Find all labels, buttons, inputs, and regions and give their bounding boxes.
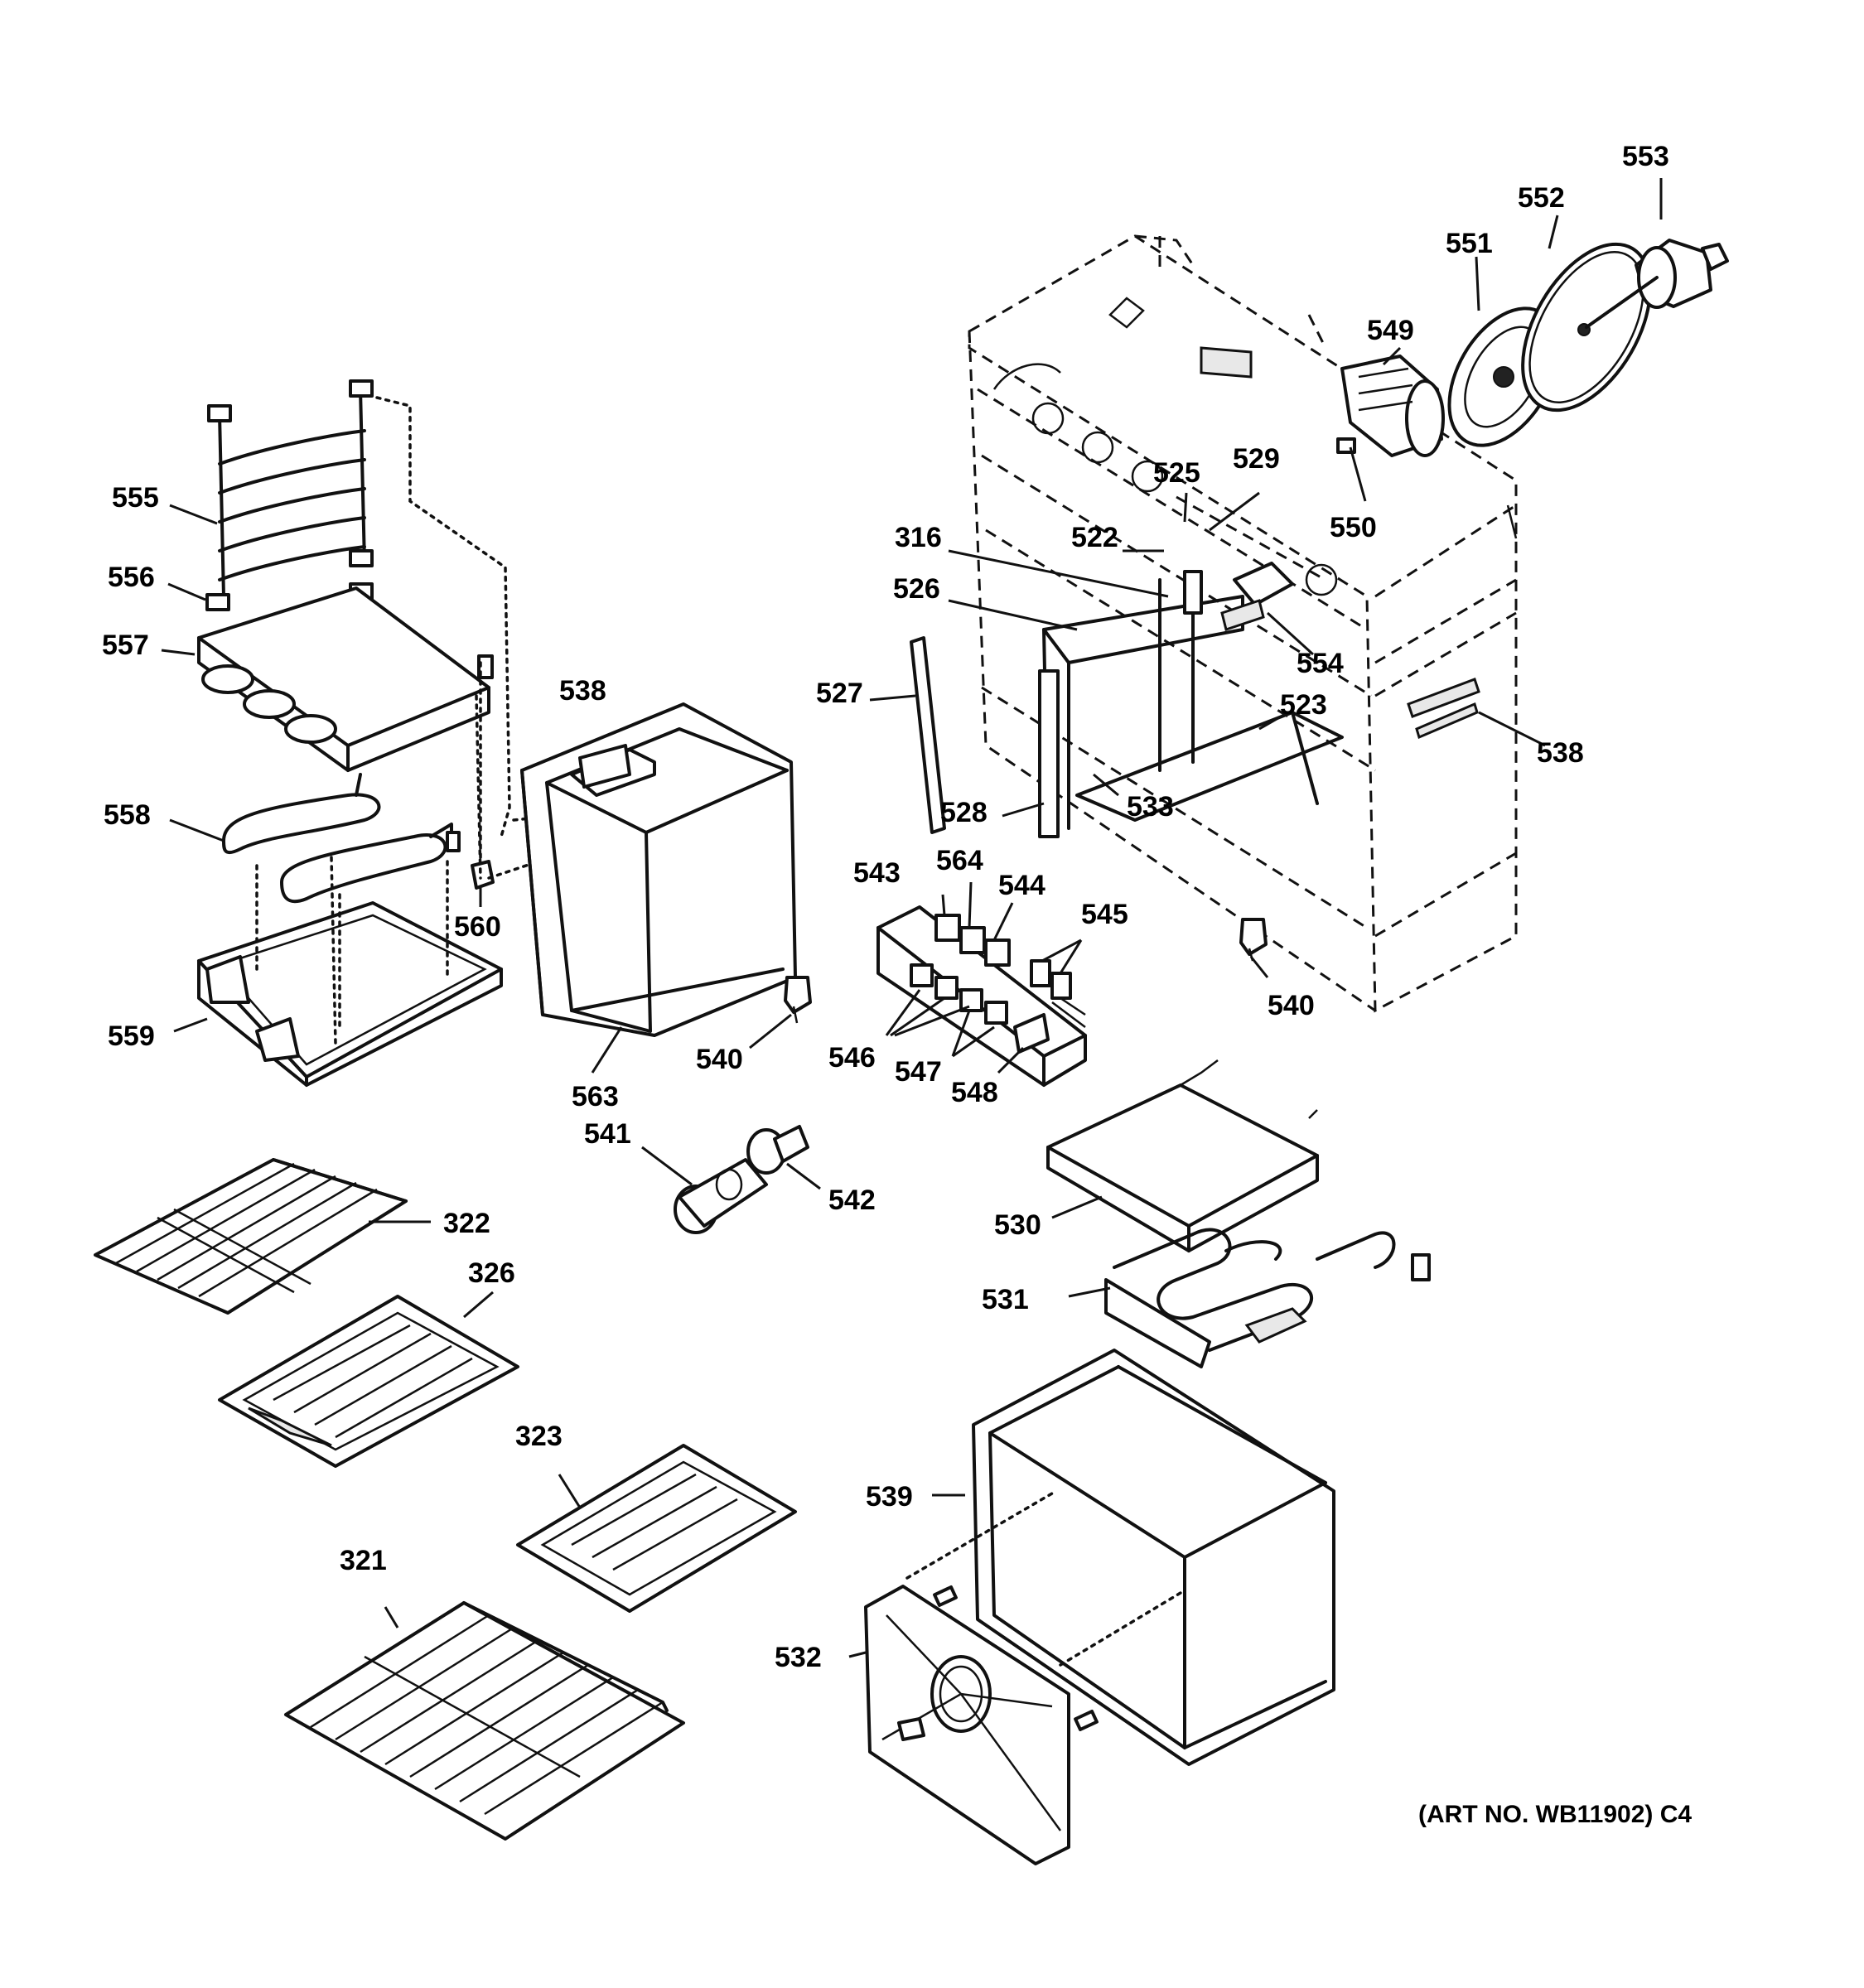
callout-563: 563 (572, 1081, 619, 1112)
callout-539: 539 (866, 1481, 913, 1513)
callout-523: 523 (1280, 689, 1327, 721)
side-trim-527 (910, 636, 946, 834)
leader-lines (161, 178, 1663, 1658)
callout-527: 527 (816, 678, 863, 709)
callout-522: 522 (1071, 522, 1118, 553)
lamp-socket-540 (784, 918, 1268, 1024)
callout-526: 526 (893, 573, 940, 605)
rack-support-assembly (197, 379, 503, 1087)
callout-528: 528 (940, 797, 988, 828)
callout-538-liner: 538 (559, 675, 606, 707)
callout-540-left: 540 (696, 1044, 743, 1075)
callout-323: 323 (515, 1421, 563, 1452)
callout-555: 555 (112, 482, 159, 514)
callout-540-right: 540 (1268, 990, 1315, 1021)
callout-559: 559 (108, 1021, 155, 1052)
callout-labels: 553 552 551 549 550 529 525 522 316 526 … (102, 141, 1692, 1828)
oven-rack-322 (94, 1158, 408, 1315)
callout-532: 532 (775, 1642, 822, 1673)
convection-fan-cover-532 (864, 1585, 1099, 1865)
callout-558: 558 (104, 799, 151, 831)
cabinet-bracket-538 (1415, 702, 1479, 740)
callout-548: 548 (951, 1077, 998, 1108)
oven-lamp-assembly (674, 1125, 809, 1234)
lower-oven-cavity-539 (972, 1349, 1335, 1766)
callout-322: 322 (443, 1208, 490, 1239)
broiler-pan-323 (516, 1444, 797, 1613)
element-assembly (1038, 346, 1344, 838)
callout-545: 545 (1081, 899, 1128, 930)
switch-panel-assembly (876, 905, 1087, 1087)
broiler-pan-326 (218, 1295, 519, 1468)
callout-544: 544 (998, 870, 1045, 901)
callout-551: 551 (1446, 228, 1493, 259)
callout-546: 546 (828, 1042, 876, 1074)
oven-rack-321 (284, 1601, 685, 1841)
callout-557: 557 (102, 630, 149, 661)
callout-560: 560 (454, 911, 501, 943)
lower-bake-element-531 (1104, 1228, 1431, 1368)
callout-553: 553 (1622, 141, 1669, 172)
callout-547: 547 (895, 1056, 942, 1088)
callout-554: 554 (1297, 648, 1344, 679)
callout-533: 533 (1127, 791, 1174, 823)
callout-564: 564 (936, 845, 983, 876)
callout-552: 552 (1518, 182, 1565, 214)
callout-321: 321 (340, 1545, 387, 1576)
callout-525: 525 (1153, 457, 1200, 489)
art-number: (ART NO. WB11902) C4 (1418, 1801, 1692, 1828)
callout-550: 550 (1330, 512, 1377, 543)
callout-529: 529 (1233, 443, 1280, 475)
alignment-lines-lower (905, 1489, 1186, 1667)
convection-fan-assembly (1336, 239, 1729, 457)
callout-543: 543 (853, 857, 901, 889)
callout-541: 541 (584, 1118, 631, 1150)
callout-316: 316 (895, 522, 942, 553)
callout-556: 556 (108, 562, 155, 593)
callout-531: 531 (982, 1284, 1029, 1315)
lower-bake-cover-530 (1046, 1059, 1319, 1252)
callout-549: 549 (1367, 315, 1414, 346)
callout-530: 530 (994, 1209, 1041, 1241)
callout-326: 326 (468, 1257, 515, 1289)
upper-oven-cavity-563 (520, 702, 797, 1037)
callout-542: 542 (828, 1185, 876, 1216)
callout-538-cabinet: 538 (1537, 737, 1584, 769)
